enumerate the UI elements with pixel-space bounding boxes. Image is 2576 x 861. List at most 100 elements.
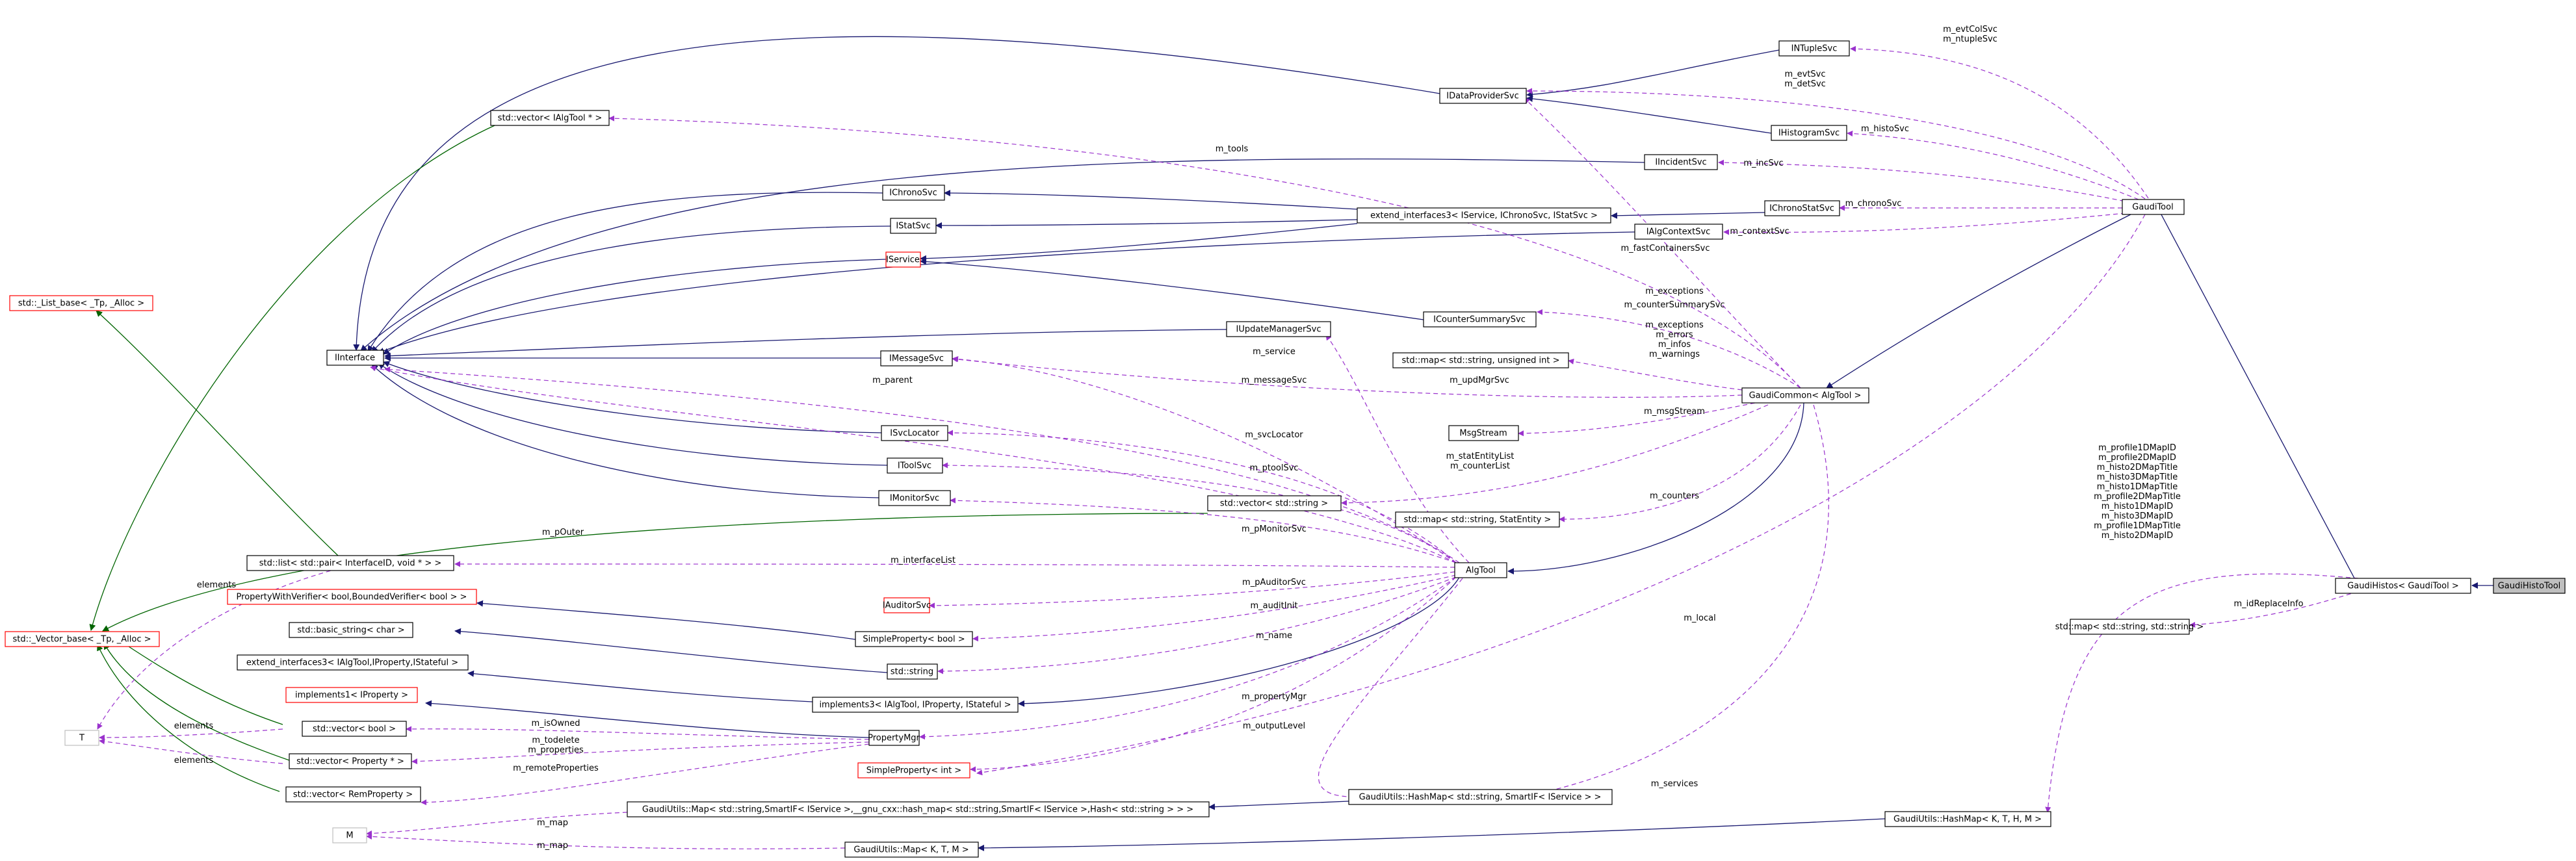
node-i-chrono-svc[interactable]: IChronoSvc xyxy=(882,185,945,201)
label-m-map-1: m_map xyxy=(537,818,568,828)
node-gaudi-histo-tool[interactable]: GaudiHistoTool xyxy=(2493,578,2566,594)
node-vector-string[interactable]: std::vector< std::string > xyxy=(1207,495,1342,511)
label-m-histo2dmaptitle: m_histo2DMapTitle xyxy=(2097,463,2178,472)
label-m-histo1dmaptitle: m_histo1DMapTitle xyxy=(2097,482,2178,492)
label-elements-3: elements xyxy=(174,756,214,765)
node-i-interface[interactable]: IInterface xyxy=(326,350,384,366)
node-i-counter-summary-svc[interactable]: ICounterSummarySvc xyxy=(1423,311,1537,328)
node-i-tool-svc[interactable]: IToolSvc xyxy=(887,457,943,474)
node-t-param[interactable]: T xyxy=(64,730,99,746)
label-m-incsvc: m_incSvc xyxy=(1743,159,1783,168)
node-implements1[interactable]: implements1< IProperty > xyxy=(285,687,418,703)
edge-elements-3 xyxy=(99,738,283,764)
node-list-base[interactable]: std::_List_base< _Tp, _Alloc > xyxy=(9,295,153,311)
node-property-mgr[interactable]: PropertyMgr xyxy=(868,730,920,746)
label-m-infos: m_infos xyxy=(1658,340,1691,350)
svg-text:IStatSvc: IStatSvc xyxy=(896,222,930,231)
label-m-msgstream: m_msgStream xyxy=(1644,407,1705,417)
node-extend-interfaces3-alg[interactable]: extend_interfaces3< IAlgTool,IProperty,I… xyxy=(237,654,469,671)
node-vector-rem-property[interactable]: std::vector< RemProperty > xyxy=(285,786,421,803)
svg-text:IHistogramSvc: IHistogramSvc xyxy=(1778,129,1840,138)
svg-text:PropertyMgr: PropertyMgr xyxy=(868,734,920,743)
node-map-string-stat-entity[interactable]: std::map< std::string, StatEntity > xyxy=(1395,511,1560,528)
node-i-update-manager-svc[interactable]: IUpdateManagerSvc xyxy=(1226,321,1331,337)
edge-counters xyxy=(1559,404,1801,522)
node-i-service[interactable]: IService xyxy=(885,251,921,268)
node-gaudi-tool[interactable]: GaudiTool xyxy=(2122,199,2185,215)
node-i-ntuple-svc[interactable]: INTupleSvc xyxy=(1778,40,1850,57)
label-m-ptoolsvc: m_ptoolSvc xyxy=(1249,463,1298,473)
svg-text:ICounterSummarySvc: ICounterSummarySvc xyxy=(1433,315,1526,325)
node-i-svc-locator[interactable]: ISvcLocator xyxy=(881,425,948,441)
edge-messagesvc xyxy=(952,356,1457,563)
node-msg-stream[interactable]: MsgStream xyxy=(1448,425,1519,441)
node-i-data-provider-svc[interactable]: IDataProviderSvc xyxy=(1439,88,1527,104)
label-m-properties: m_properties xyxy=(528,745,584,755)
svg-text:IAlgContextSvc: IAlgContextSvc xyxy=(1646,227,1711,237)
node-i-message-svc[interactable]: IMessageSvc xyxy=(880,350,953,366)
edge-stdstring-to-basicstring xyxy=(454,628,888,673)
node-simple-property-int[interactable]: SimpleProperty< int > xyxy=(857,762,970,778)
edge-iservice-to-iinterface xyxy=(383,259,887,355)
node-basic-string[interactable]: std::basic_string< char > xyxy=(289,622,413,638)
label-m-exceptions-2: m_exceptions xyxy=(1645,320,1704,330)
edge-chronostatsvc-to-extend xyxy=(1611,212,1765,219)
edge-simpleprop-to-verifier xyxy=(476,600,856,640)
node-gaudi-utils-map-ktm[interactable]: GaudiUtils::Map< K, T, M > xyxy=(844,842,979,858)
node-map-string-std-string[interactable]: std::map< std::string, std::string > xyxy=(2055,619,2204,635)
node-alg-tool[interactable]: AlgTool xyxy=(1454,562,1507,578)
edge-services xyxy=(1510,404,1829,801)
label-m-ntuplesvc: m_ntupleSvc xyxy=(1943,34,1997,44)
node-property-with-verifier[interactable]: PropertyWithVerifier< bool,BoundedVerifi… xyxy=(227,589,477,605)
label-m-service: m_service xyxy=(1253,347,1295,357)
node-i-auditor-svc[interactable]: IAuditorSvc xyxy=(883,597,931,613)
svg-text:GaudiUtils::Map< std::string,S: GaudiUtils::Map< std::string,SmartIF< IS… xyxy=(642,805,1193,815)
label-m-name: m_name xyxy=(1256,631,1292,641)
nodes: GaudiHistoTool GaudiHistos< GaudiTool > … xyxy=(5,40,2566,858)
edge-incsvc xyxy=(1718,159,2133,203)
node-list-pair[interactable]: std::list< std::pair< InterfaceID, void … xyxy=(246,555,454,571)
node-gaudi-utils-hashmap-kthm[interactable]: GaudiUtils::HashMap< K, T, H, M > xyxy=(1884,811,2051,827)
label-m-histo3dmaptitle: m_histo3DMapTitle xyxy=(2097,472,2178,482)
label-m-chronosvc: m_chronoSvc xyxy=(1845,199,1902,209)
node-i-stat-svc[interactable]: IStatSvc xyxy=(890,218,937,234)
node-gaudi-common[interactable]: GaudiCommon< AlgTool > xyxy=(1741,387,1869,404)
node-vector-base[interactable]: std::_Vector_base< _Tp, _Alloc > xyxy=(5,631,160,647)
edge-map-1 xyxy=(366,812,628,837)
label-m-remoteproperties: m_remoteProperties xyxy=(513,764,599,773)
label-m-profile2dmapid-a: m_profile2DMapID xyxy=(2098,453,2176,463)
label-m-profile1dmapid-a: m_profile1DMapID xyxy=(2098,443,2176,453)
edge-auditinit xyxy=(972,574,1457,642)
edge-name xyxy=(937,576,1457,675)
label-m-evtsvc: m_evtSvc xyxy=(1784,70,1825,79)
node-vector-property[interactable]: std::vector< Property * > xyxy=(289,753,412,769)
label-m-profile2dmaptitle: m_profile2DMapTitle xyxy=(2094,492,2181,502)
svg-text:AlgTool: AlgTool xyxy=(1466,566,1496,576)
node-vector-ialgtool[interactable]: std::vector< IAlgTool * > xyxy=(490,110,610,126)
label-m-evtcolsvc: m_evtColSvc xyxy=(1943,25,1997,34)
node-extend-interfaces3-chrono[interactable]: extend_interfaces3< IService, IChronoSvc… xyxy=(1357,207,1611,224)
node-vector-bool[interactable]: std::vector< bool > xyxy=(302,721,407,737)
node-i-chrono-stat-svc[interactable]: IChronoStatSvc xyxy=(1764,200,1840,216)
label-m-svclocator: m_svcLocator xyxy=(1245,430,1303,440)
node-gaudi-utils-map-smartif[interactable]: GaudiUtils::Map< std::string,SmartIF< IS… xyxy=(627,801,1210,817)
node-simple-property-bool[interactable]: SimpleProperty< bool > xyxy=(855,631,973,647)
node-i-histogram-svc[interactable]: IHistogramSvc xyxy=(1771,125,1847,141)
svg-text:std::list< std::pair< Interfac: std::list< std::pair< InterfaceID, void … xyxy=(259,559,442,569)
edge-hashmap-loop xyxy=(1318,578,1463,797)
node-std-string[interactable]: std::string xyxy=(887,663,938,680)
label-m-parent: m_parent xyxy=(872,376,913,385)
node-i-incident-svc[interactable]: IIncidentSvc xyxy=(1644,154,1718,170)
node-gaudi-utils-hashmap-smartif[interactable]: GaudiUtils::HashMap< std::string, SmartI… xyxy=(1348,789,1613,805)
label-m-messagesvc: m_messageSvc xyxy=(1242,376,1307,385)
node-i-alg-context-svc[interactable]: IAlgContextSvc xyxy=(1634,224,1723,240)
label-m-profile1dmaptitle: m_profile1DMapTitle xyxy=(2094,521,2181,531)
svg-text:IChronoStatSvc: IChronoStatSvc xyxy=(1769,204,1834,214)
node-map-string-uint[interactable]: std::map< std::string, unsigned int > xyxy=(1392,352,1569,368)
label-m-propertymgr: m_propertyMgr xyxy=(1242,692,1307,702)
node-gaudi-histos[interactable]: GaudiHistos< GaudiTool > xyxy=(2335,578,2471,594)
node-i-monitor-svc[interactable]: IMonitorSvc xyxy=(878,490,951,506)
node-m-param[interactable]: M xyxy=(332,827,367,843)
node-implements3[interactable]: implements3< IAlgTool, IProperty, IState… xyxy=(812,697,1019,713)
label-m-errors: m_errors xyxy=(1656,330,1693,340)
